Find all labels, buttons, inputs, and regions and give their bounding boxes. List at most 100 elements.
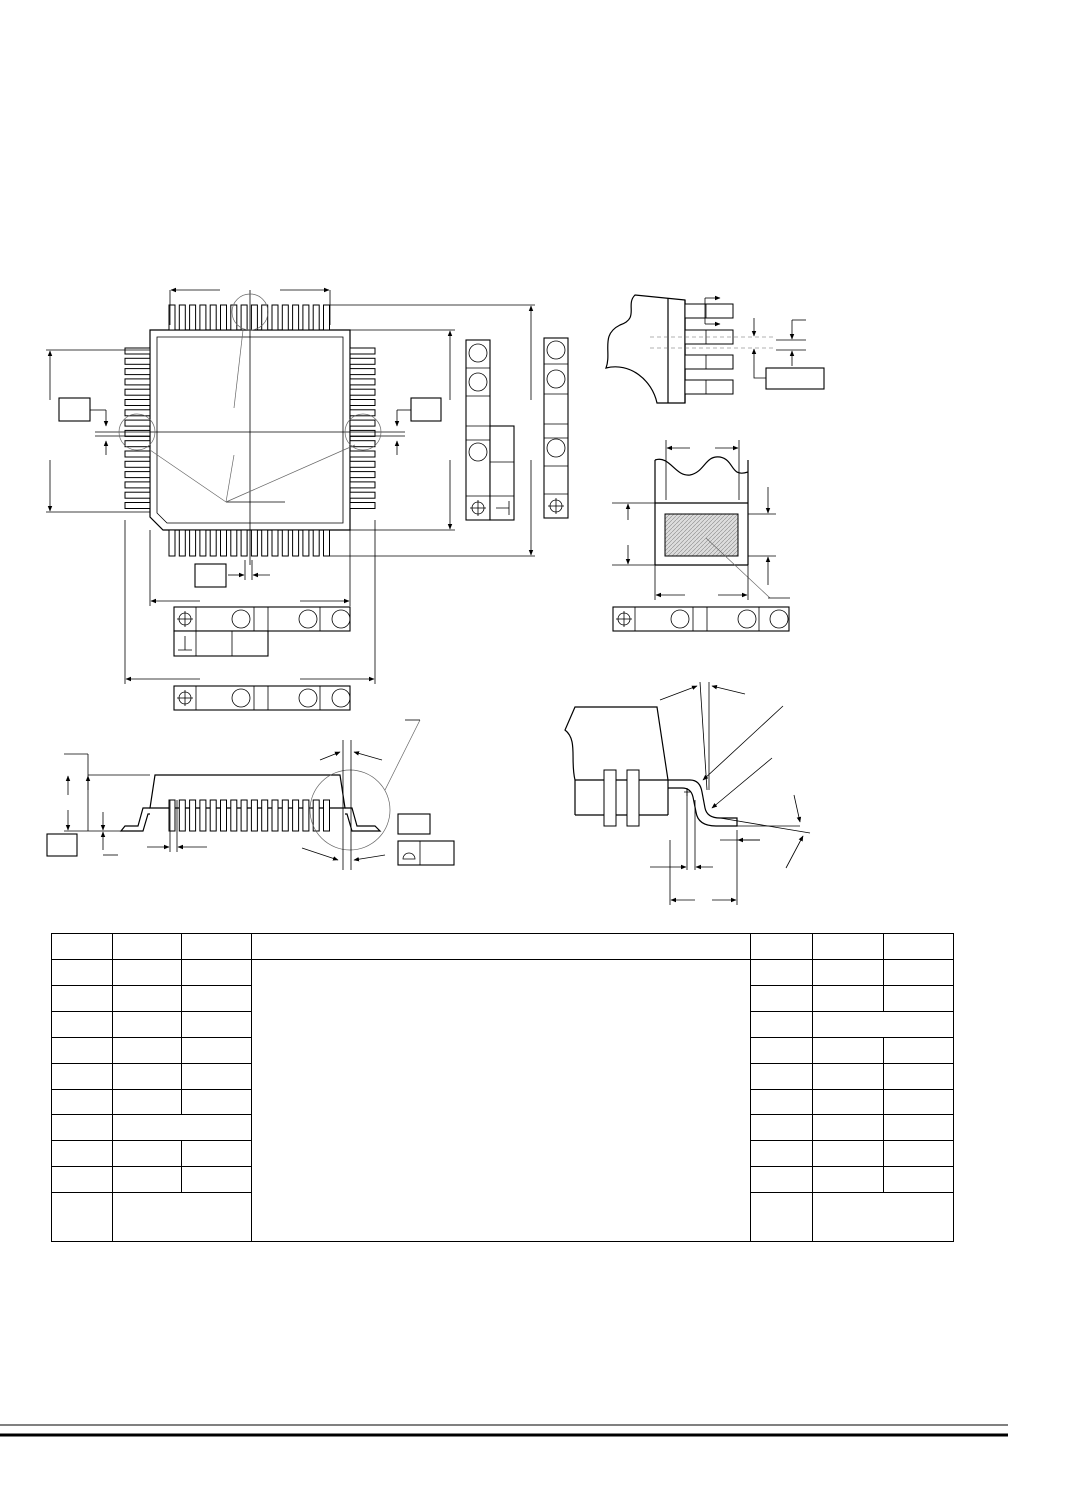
pin-right	[349, 419, 376, 427]
lead-profile-detail	[564, 681, 811, 905]
pin-bottom	[292, 529, 300, 557]
pin-side	[281, 799, 289, 832]
table-row	[51, 1088, 954, 1116]
pin-left	[124, 471, 151, 479]
pin-bottom	[220, 529, 227, 557]
datum-box-left	[58, 397, 91, 422]
pin-bottom	[302, 529, 310, 557]
pins-top-row	[168, 304, 330, 331]
pin-side	[302, 799, 310, 832]
pad-detail	[612, 440, 790, 632]
pin-left	[124, 378, 151, 386]
pin-bottom	[271, 529, 279, 557]
pin-bottom	[250, 529, 258, 557]
pin-side	[261, 799, 269, 832]
pin-bottom	[199, 529, 207, 557]
pin-right	[349, 491, 376, 499]
table-row	[51, 958, 954, 1243]
table-row	[51, 933, 954, 960]
detail-circle-left	[118, 413, 156, 451]
pin-right	[349, 378, 376, 386]
pin-top	[168, 304, 176, 331]
pin-side	[178, 799, 186, 832]
pin-left	[124, 368, 151, 376]
table-row	[51, 1114, 954, 1142]
pins-side-row	[168, 799, 330, 832]
pin-left	[124, 440, 151, 448]
pin-left	[124, 460, 151, 468]
pin-side	[240, 799, 248, 832]
pin-side	[250, 799, 258, 832]
mmc-modifier-icon	[331, 609, 351, 629]
table-row	[51, 1192, 954, 1242]
datum-box-bottom	[194, 563, 227, 588]
tolerance-frame-vertical-1	[465, 339, 515, 521]
pin-top	[189, 304, 197, 331]
lead-detail	[605, 294, 825, 404]
gull-wing-right	[345, 807, 382, 832]
detail-circle-right	[344, 413, 382, 451]
pin-bottom	[281, 529, 289, 557]
pin-left	[124, 388, 151, 396]
pin-bottom	[168, 529, 176, 557]
perpendicularity-icon	[178, 636, 192, 651]
pin-side	[323, 799, 330, 832]
pin-bottom	[230, 529, 238, 557]
table-row	[51, 1140, 954, 1168]
pin-bottom	[240, 529, 248, 557]
pin-left	[124, 429, 151, 437]
pin-right	[349, 471, 376, 479]
pin-top	[312, 304, 320, 331]
pin-side	[209, 799, 217, 832]
mmc-modifier-icon	[298, 609, 318, 629]
pin-top	[281, 304, 289, 331]
lead-profile-curve	[668, 779, 738, 827]
pin-side	[220, 799, 227, 832]
pin-right	[349, 460, 376, 468]
pin-right	[349, 388, 376, 396]
pin-top	[261, 304, 269, 331]
pad-hatched-area	[664, 513, 739, 557]
pin-right	[349, 502, 376, 509]
perpendicularity-icon	[496, 501, 510, 515]
top-view	[46, 287, 569, 711]
pin-top	[323, 304, 330, 331]
notes-cell	[251, 958, 751, 1243]
pin-left	[124, 347, 151, 355]
pin-top	[271, 304, 279, 331]
pin-right	[349, 429, 376, 437]
dimension-table	[51, 933, 954, 1243]
pin-bottom	[312, 529, 320, 557]
pin-top	[178, 304, 186, 331]
pin-left	[124, 502, 151, 509]
table-row	[51, 1010, 954, 1038]
pin-top	[240, 304, 248, 331]
pin-top	[230, 304, 238, 331]
pins-left-column	[124, 347, 151, 509]
tolerance-frame-1	[173, 606, 351, 657]
pin-side	[189, 799, 197, 832]
pin-right	[349, 357, 376, 365]
pin-right	[349, 481, 376, 489]
pin-bottom	[261, 529, 269, 557]
pins-right-column	[349, 347, 376, 509]
pin-left	[124, 399, 151, 406]
pin-side	[271, 799, 279, 832]
pin-left	[124, 450, 151, 458]
pin-left	[124, 409, 151, 417]
pin-bottom	[189, 529, 197, 557]
pin-side	[199, 799, 207, 832]
table-row	[51, 1166, 954, 1194]
pin-right	[349, 409, 376, 417]
tolerance-frame-vertical-2	[543, 337, 569, 519]
pin-top	[302, 304, 310, 331]
pin-side	[230, 799, 238, 832]
tolerance-frame-pad	[612, 606, 790, 632]
pin-top	[199, 304, 207, 331]
pin-top	[250, 304, 258, 331]
pin-top	[220, 304, 227, 331]
pin-side	[168, 799, 176, 832]
datum-box-side	[46, 833, 78, 857]
lead-detail-body-break	[605, 294, 686, 404]
datum-box-right	[410, 397, 442, 422]
